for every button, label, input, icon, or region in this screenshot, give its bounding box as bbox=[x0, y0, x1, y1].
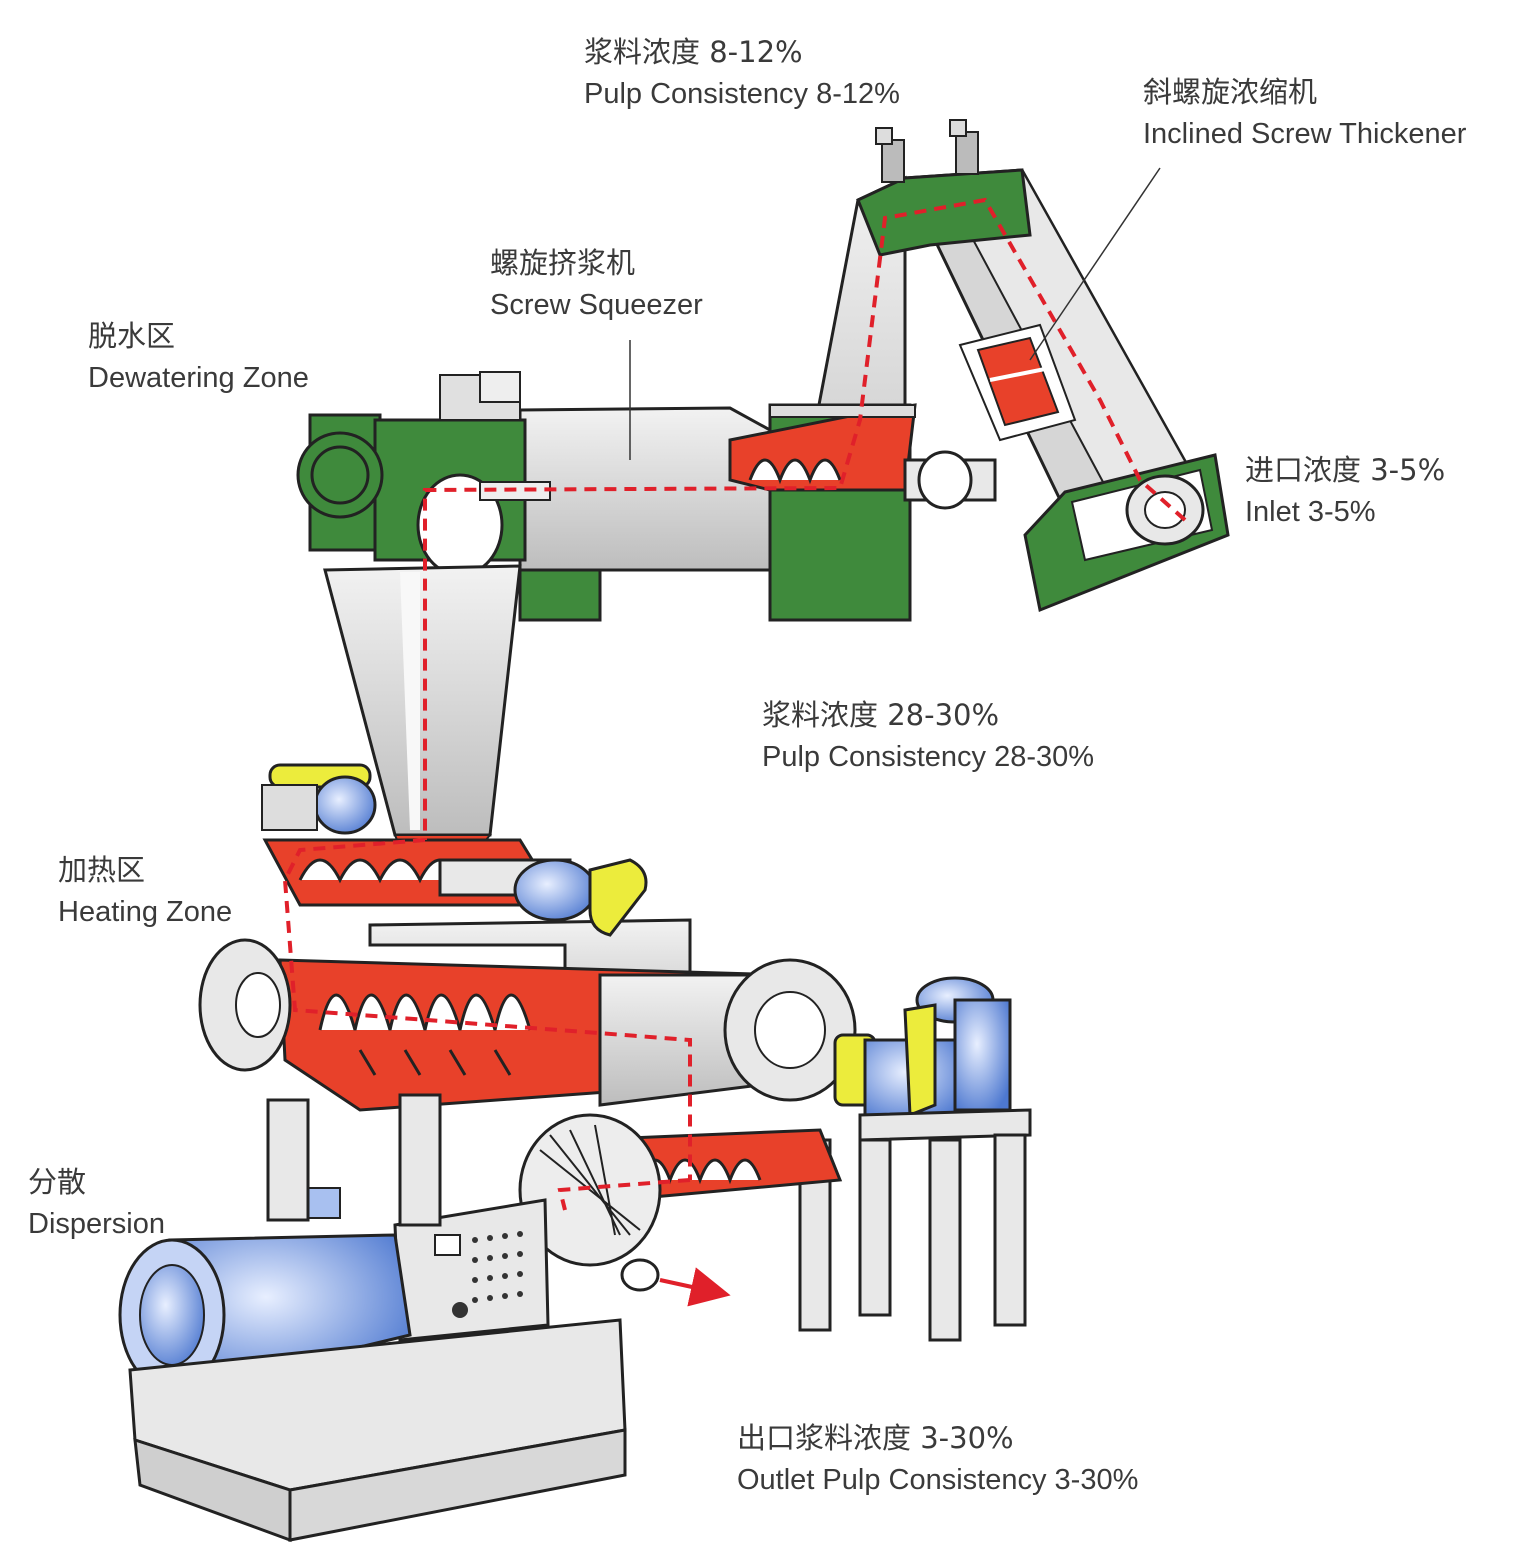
label-screw-squeezer: 螺旋挤浆机 Screw Squeezer bbox=[490, 246, 703, 322]
label-heating-zone: 加热区 Heating Zone bbox=[58, 853, 233, 929]
main-screw-barrel bbox=[198, 938, 857, 1112]
outlet-arrow bbox=[659, 1267, 731, 1307]
screw-squeezer bbox=[518, 403, 997, 622]
label-dewatering-zone: 脱水区 Dewatering Zone bbox=[88, 319, 309, 395]
right-drive-unit bbox=[798, 976, 1032, 1342]
label-pulp-consistency-8-12: 浆料浓度 8-12% Pulp Consistency 8-12% bbox=[584, 35, 900, 111]
leader-lines bbox=[629, 167, 1161, 460]
label-dispersion: 分散 Dispersion bbox=[28, 1165, 165, 1241]
inclined-screw-thickener bbox=[806, 119, 1230, 622]
dewatering-zone bbox=[296, 371, 551, 577]
heating-zone bbox=[261, 763, 692, 1047]
pulp-flow-path bbox=[282, 197, 1187, 1211]
disperser bbox=[118, 1093, 843, 1543]
label-outlet-consistency: 出口浆料浓度 3-30% Outlet Pulp Consistency 3-3… bbox=[737, 1421, 1139, 1497]
label-inlet: 进口浓度 3-5% Inlet 3-5% bbox=[1245, 453, 1446, 529]
label-inclined-screw-thickener: 斜螺旋浓缩机 Inclined Screw Thickener bbox=[1143, 75, 1467, 151]
label-pulp-consistency-28-30: 浆料浓度 28-30% Pulp Consistency 28-30% bbox=[762, 698, 1095, 774]
